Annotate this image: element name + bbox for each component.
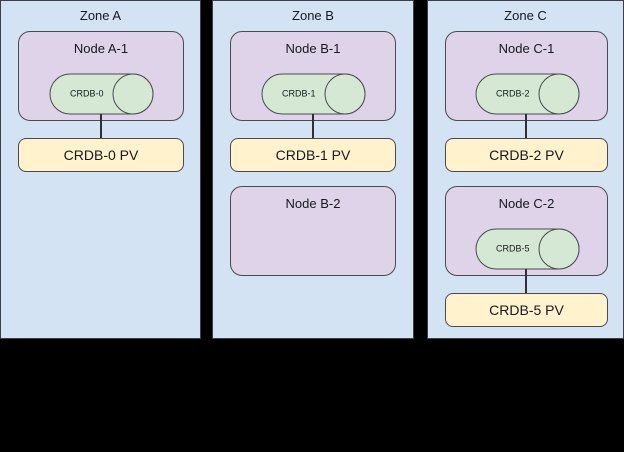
zone-a: Zone A Node A-1 CRDB-0 CRDB-0 PV <box>0 0 201 339</box>
crdb-2-pv-label: CRDB-2 PV <box>489 147 564 163</box>
crdb-1-pv-label: CRDB-1 PV <box>275 147 351 163</box>
node-c-2: Node C-2 CRDB-5 <box>445 186 608 276</box>
zone-c: Zone C Node C-1 CRDB-2 CRDB-2 PV Node C-… <box>427 0 624 339</box>
crdb-5-pv: CRDB-5 PV <box>445 293 608 327</box>
node-b-2-title: Node B-2 <box>285 196 341 211</box>
node-b-1: Node B-1 CRDB-1 <box>230 31 396 121</box>
database-cylinder-icon: CRDB-2 <box>475 73 580 115</box>
node-a-1: Node A-1 CRDB-0 <box>18 31 184 121</box>
node-b-1-title: Node B-1 <box>285 41 341 56</box>
crdb-2-pv: CRDB-2 PV <box>445 138 608 172</box>
crdb-1-pv: CRDB-1 PV <box>230 138 396 172</box>
crdb-0-pv-label: CRDB-0 PV <box>63 147 139 163</box>
database-cylinder-icon: CRDB-0 <box>49 73 154 115</box>
zone-b: Zone B Node B-1 CRDB-1 CRDB-1 PV Node B-… <box>212 0 414 339</box>
crdb-5-pv-label: CRDB-5 PV <box>489 302 564 318</box>
node-c-1-pv-connector <box>525 114 527 139</box>
crdb-0-pv: CRDB-0 PV <box>18 138 184 172</box>
node-a-1-pv-connector <box>100 114 102 139</box>
zone-c-title: Zone C <box>504 8 547 23</box>
node-c-1: Node C-1 CRDB-2 <box>445 31 608 121</box>
node-c-1-title: Node C-1 <box>498 41 555 56</box>
database-cylinder-icon: CRDB-5 <box>475 228 580 270</box>
node-c-2-title: Node C-2 <box>498 196 555 211</box>
zone-b-title: Zone B <box>292 8 334 23</box>
node-b-1-pv-connector <box>312 114 314 139</box>
node-c-2-pv-connector <box>525 269 527 294</box>
node-a-1-title: Node A-1 <box>73 41 129 56</box>
zone-a-title: Zone A <box>79 8 122 23</box>
node-b-2: Node B-2 <box>230 186 396 276</box>
database-cylinder-icon: CRDB-1 <box>261 73 366 115</box>
